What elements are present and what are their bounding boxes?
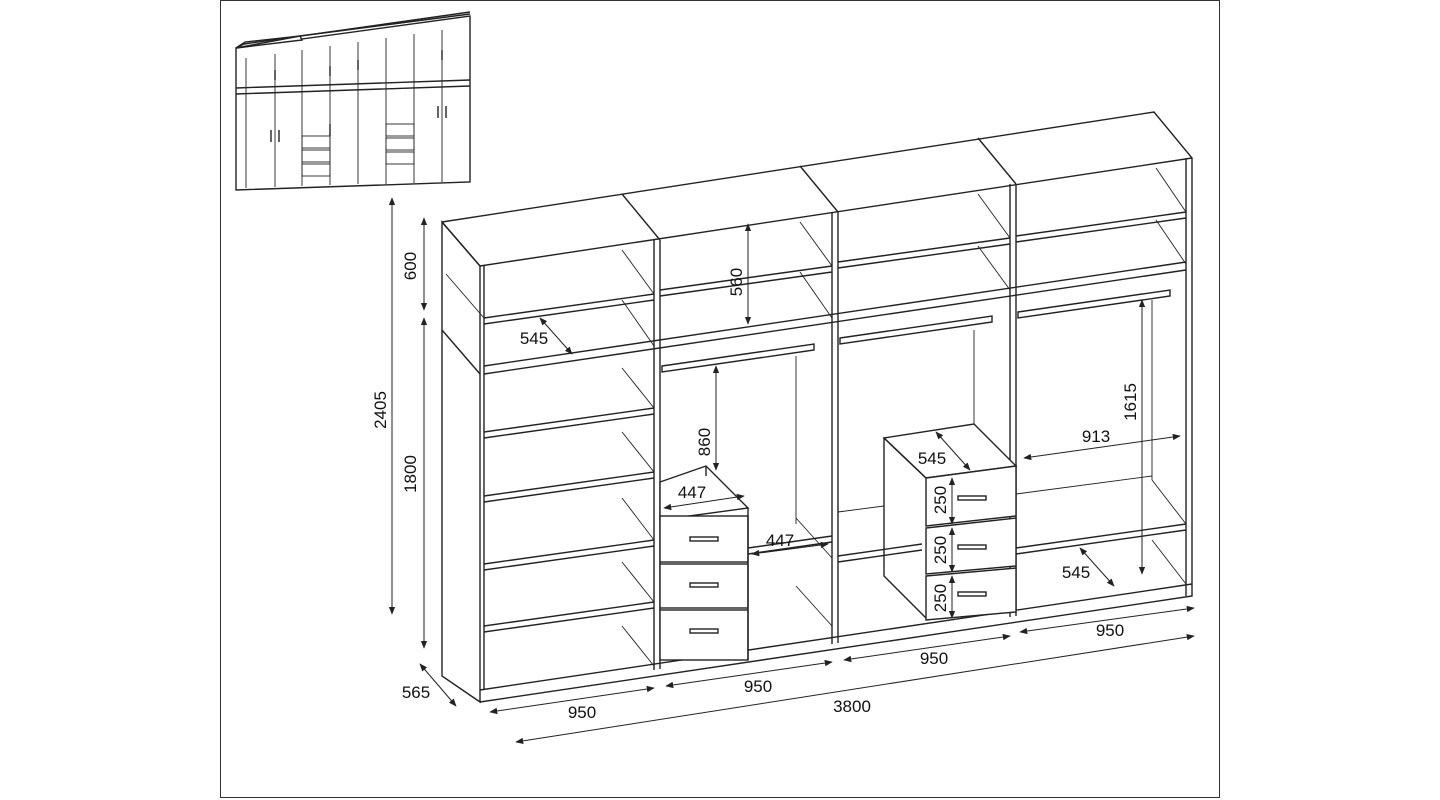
label-module-width-2: 950 bbox=[744, 677, 772, 696]
label-module-width-4: 950 bbox=[1096, 621, 1124, 640]
drawer-unit-left bbox=[659, 465, 750, 661]
label-top-shelf-depth: 545 bbox=[520, 329, 548, 348]
label-drawer-height-1: 250 bbox=[931, 486, 950, 514]
handle-icon bbox=[689, 536, 719, 542]
label-module-width-3: 950 bbox=[920, 649, 948, 668]
label-top-compartment-height: 560 bbox=[727, 268, 746, 296]
handle-icon bbox=[689, 628, 719, 634]
dimension-lines bbox=[388, 197, 1195, 745]
label-total-width: 3800 bbox=[833, 697, 871, 716]
label-inner-width-right: 913 bbox=[1082, 427, 1110, 446]
label-total-height: 2405 bbox=[371, 391, 390, 429]
label-drawer-depth-right: 545 bbox=[918, 449, 946, 468]
wardrobe-carcass bbox=[441, 111, 1193, 704]
handle-icon bbox=[957, 591, 987, 597]
label-bottom-shelf-depth-right: 545 bbox=[1062, 563, 1090, 582]
handle-icon bbox=[689, 582, 719, 588]
label-drawer-width-left: 447 bbox=[678, 483, 706, 502]
label-shelf-width-middle: 447 bbox=[766, 531, 794, 550]
label-upper-height: 600 bbox=[401, 252, 420, 280]
handle-icon bbox=[957, 495, 987, 501]
dimension-labels: 2405 600 1800 565 950 950 950 950 3800 5… bbox=[371, 252, 1140, 722]
thumbnail-closed-wardrobe bbox=[235, 11, 471, 191]
label-lower-height: 1800 bbox=[401, 455, 420, 493]
label-drawer-height-2: 250 bbox=[931, 536, 950, 564]
drawer-unit-right bbox=[882, 423, 1018, 621]
label-drawer-height-3: 250 bbox=[931, 584, 950, 612]
handle-icon bbox=[957, 544, 987, 550]
label-module-width-1: 950 bbox=[568, 703, 596, 722]
label-hanging-height-left: 860 bbox=[695, 428, 714, 456]
label-hanging-height-right: 1615 bbox=[1121, 383, 1140, 421]
label-depth: 565 bbox=[402, 683, 430, 702]
